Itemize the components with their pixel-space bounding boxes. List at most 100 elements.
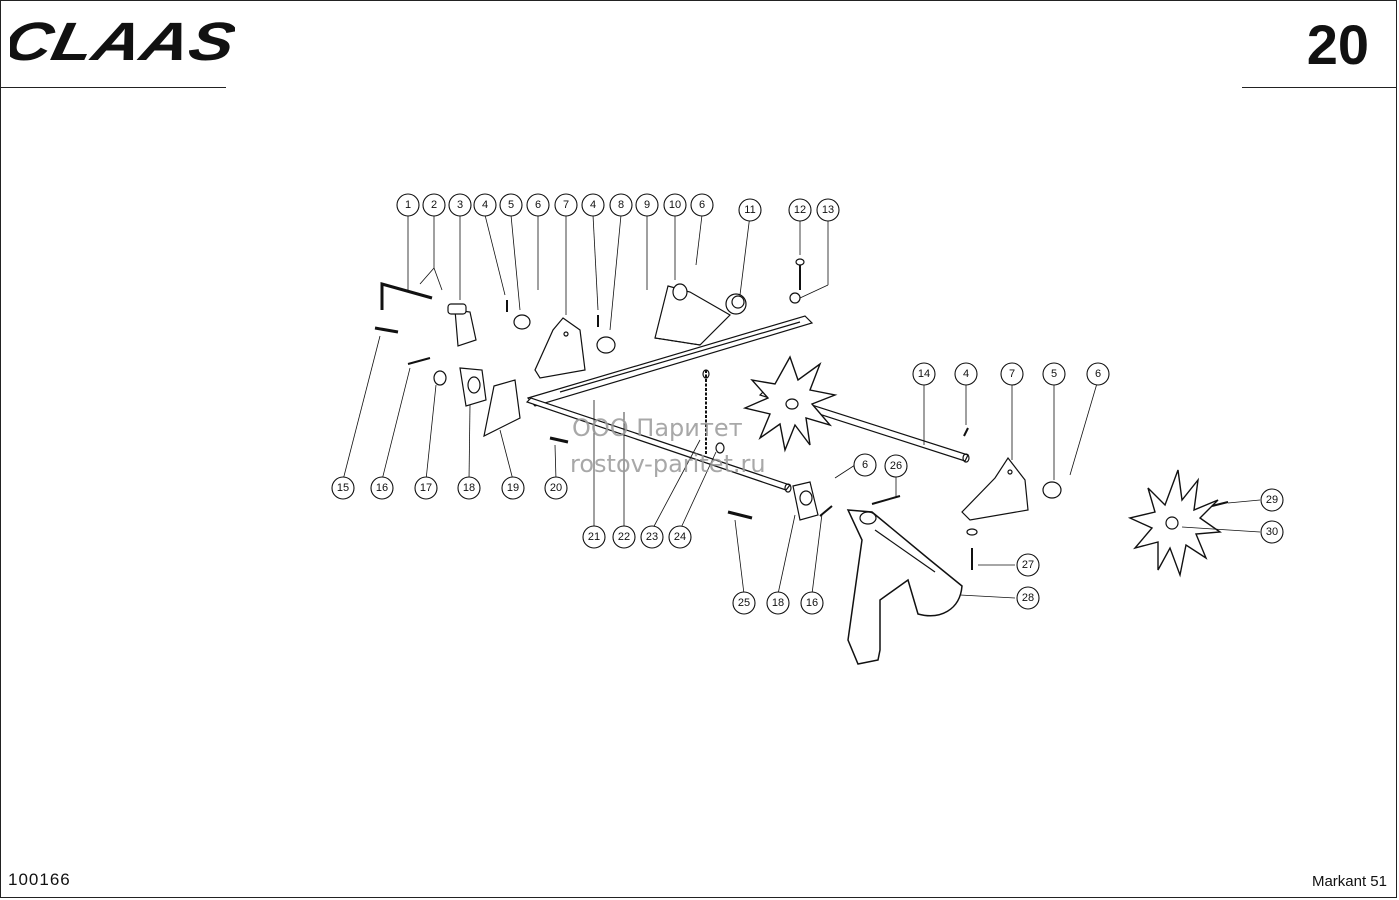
callout-circle (816, 198, 840, 222)
fork-28 (846, 509, 963, 665)
callout-circle (1016, 586, 1040, 610)
callout-20: 6 (1086, 362, 1110, 386)
callout-circle (853, 453, 877, 477)
pin-16 (407, 357, 431, 365)
callout-circle (370, 476, 394, 500)
bracket-3 (447, 303, 477, 347)
callout-circle (1260, 520, 1284, 544)
callout-circle (635, 193, 659, 217)
callout-label: 4 (590, 199, 596, 211)
callout-circle (663, 193, 687, 217)
callout-label: 21 (588, 531, 600, 543)
callout-circle (1086, 362, 1110, 386)
callout-21: 15 (331, 476, 355, 500)
callout-circle (422, 193, 446, 217)
callout-circle (954, 362, 978, 386)
bolt-15 (374, 326, 399, 334)
callout-label: 26 (890, 460, 902, 472)
callout-24: 18 (457, 476, 481, 500)
bush-5-right (1042, 481, 1062, 499)
claas-logo: CLAAS (10, 16, 235, 66)
callout-18: 7 (1000, 362, 1024, 386)
callout-30: 24 (668, 525, 692, 549)
callout-label: 10 (669, 199, 681, 211)
callout-circle (766, 591, 790, 615)
callout-circle (1016, 553, 1040, 577)
callout-circle (884, 454, 908, 478)
callout-label: 24 (674, 531, 686, 543)
callout-label: 7 (563, 199, 569, 211)
callout-label: 12 (794, 204, 806, 216)
callout-label: 23 (646, 531, 658, 543)
callout-circle (912, 362, 936, 386)
plate-19 (483, 379, 521, 438)
callout-circle (1042, 362, 1066, 386)
callout-circle (526, 193, 550, 217)
callout-8: 4 (581, 193, 605, 217)
nut-13 (789, 292, 801, 304)
callout-26: 20 (544, 476, 568, 500)
callout-circle (473, 193, 497, 217)
callout-label: 2 (431, 199, 437, 211)
callout-19: 5 (1042, 362, 1066, 386)
callout-35: 27 (1016, 553, 1040, 577)
callout-label: 30 (1266, 526, 1278, 538)
spring-23 (702, 369, 710, 455)
callout-circle (581, 193, 605, 217)
svg-text:CLAAS: CLAAS (10, 16, 235, 66)
callout-25: 19 (501, 476, 525, 500)
callout-14: 12 (788, 198, 812, 222)
callout-circle (1260, 488, 1284, 512)
callout-label: 18 (772, 597, 784, 609)
callout-38: 18 (766, 591, 790, 615)
sector-gear-10 (654, 283, 731, 346)
model-name: Markant 51 (1311, 873, 1387, 890)
bearing-block-18-lower (792, 481, 819, 521)
callout-label: 6 (862, 459, 868, 471)
callout-circle (1000, 362, 1024, 386)
callout-31: 6 (853, 453, 877, 477)
watermark-line-1: ООО Паритет (572, 414, 743, 442)
bearing-block-18 (459, 367, 487, 407)
callout-circle (788, 198, 812, 222)
callout-circle (396, 193, 420, 217)
callout-27: 21 (582, 525, 606, 549)
callout-circle (640, 525, 664, 549)
callout-label: 17 (420, 482, 432, 494)
pin-29 (1211, 501, 1229, 507)
callout-5: 5 (499, 193, 523, 217)
callout-label: 16 (806, 597, 818, 609)
page-number: 20 (1306, 13, 1369, 76)
callout-label: 22 (618, 531, 630, 543)
callout-circle (499, 193, 523, 217)
callout-label: 16 (376, 482, 388, 494)
callout-circle (554, 193, 578, 217)
washer-17 (433, 370, 447, 386)
callout-label: 18 (463, 482, 475, 494)
callout-15: 13 (816, 198, 840, 222)
callout-16: 14 (912, 362, 936, 386)
star-wheel-upper (742, 355, 838, 453)
callout-33: 29 (1260, 488, 1284, 512)
document-number: 100166 (8, 870, 71, 889)
callout-28: 22 (612, 525, 636, 549)
callout-label: 20 (550, 482, 562, 494)
callout-11: 10 (663, 193, 687, 217)
callout-label: 1 (405, 199, 411, 211)
spring-11 (725, 293, 747, 315)
callout-23: 17 (414, 476, 438, 500)
l-pin-1 (380, 282, 433, 310)
callout-32: 26 (884, 454, 908, 478)
callout-36: 28 (1016, 586, 1040, 610)
callout-label: 14 (918, 368, 930, 380)
callout-6: 6 (526, 193, 550, 217)
callout-4: 4 (473, 193, 497, 217)
callout-label: 15 (337, 482, 349, 494)
callout-7: 7 (554, 193, 578, 217)
callout-3: 3 (448, 193, 472, 217)
callout-circle (690, 193, 714, 217)
nut-24 (715, 442, 725, 454)
callout-label: 27 (1022, 559, 1034, 571)
